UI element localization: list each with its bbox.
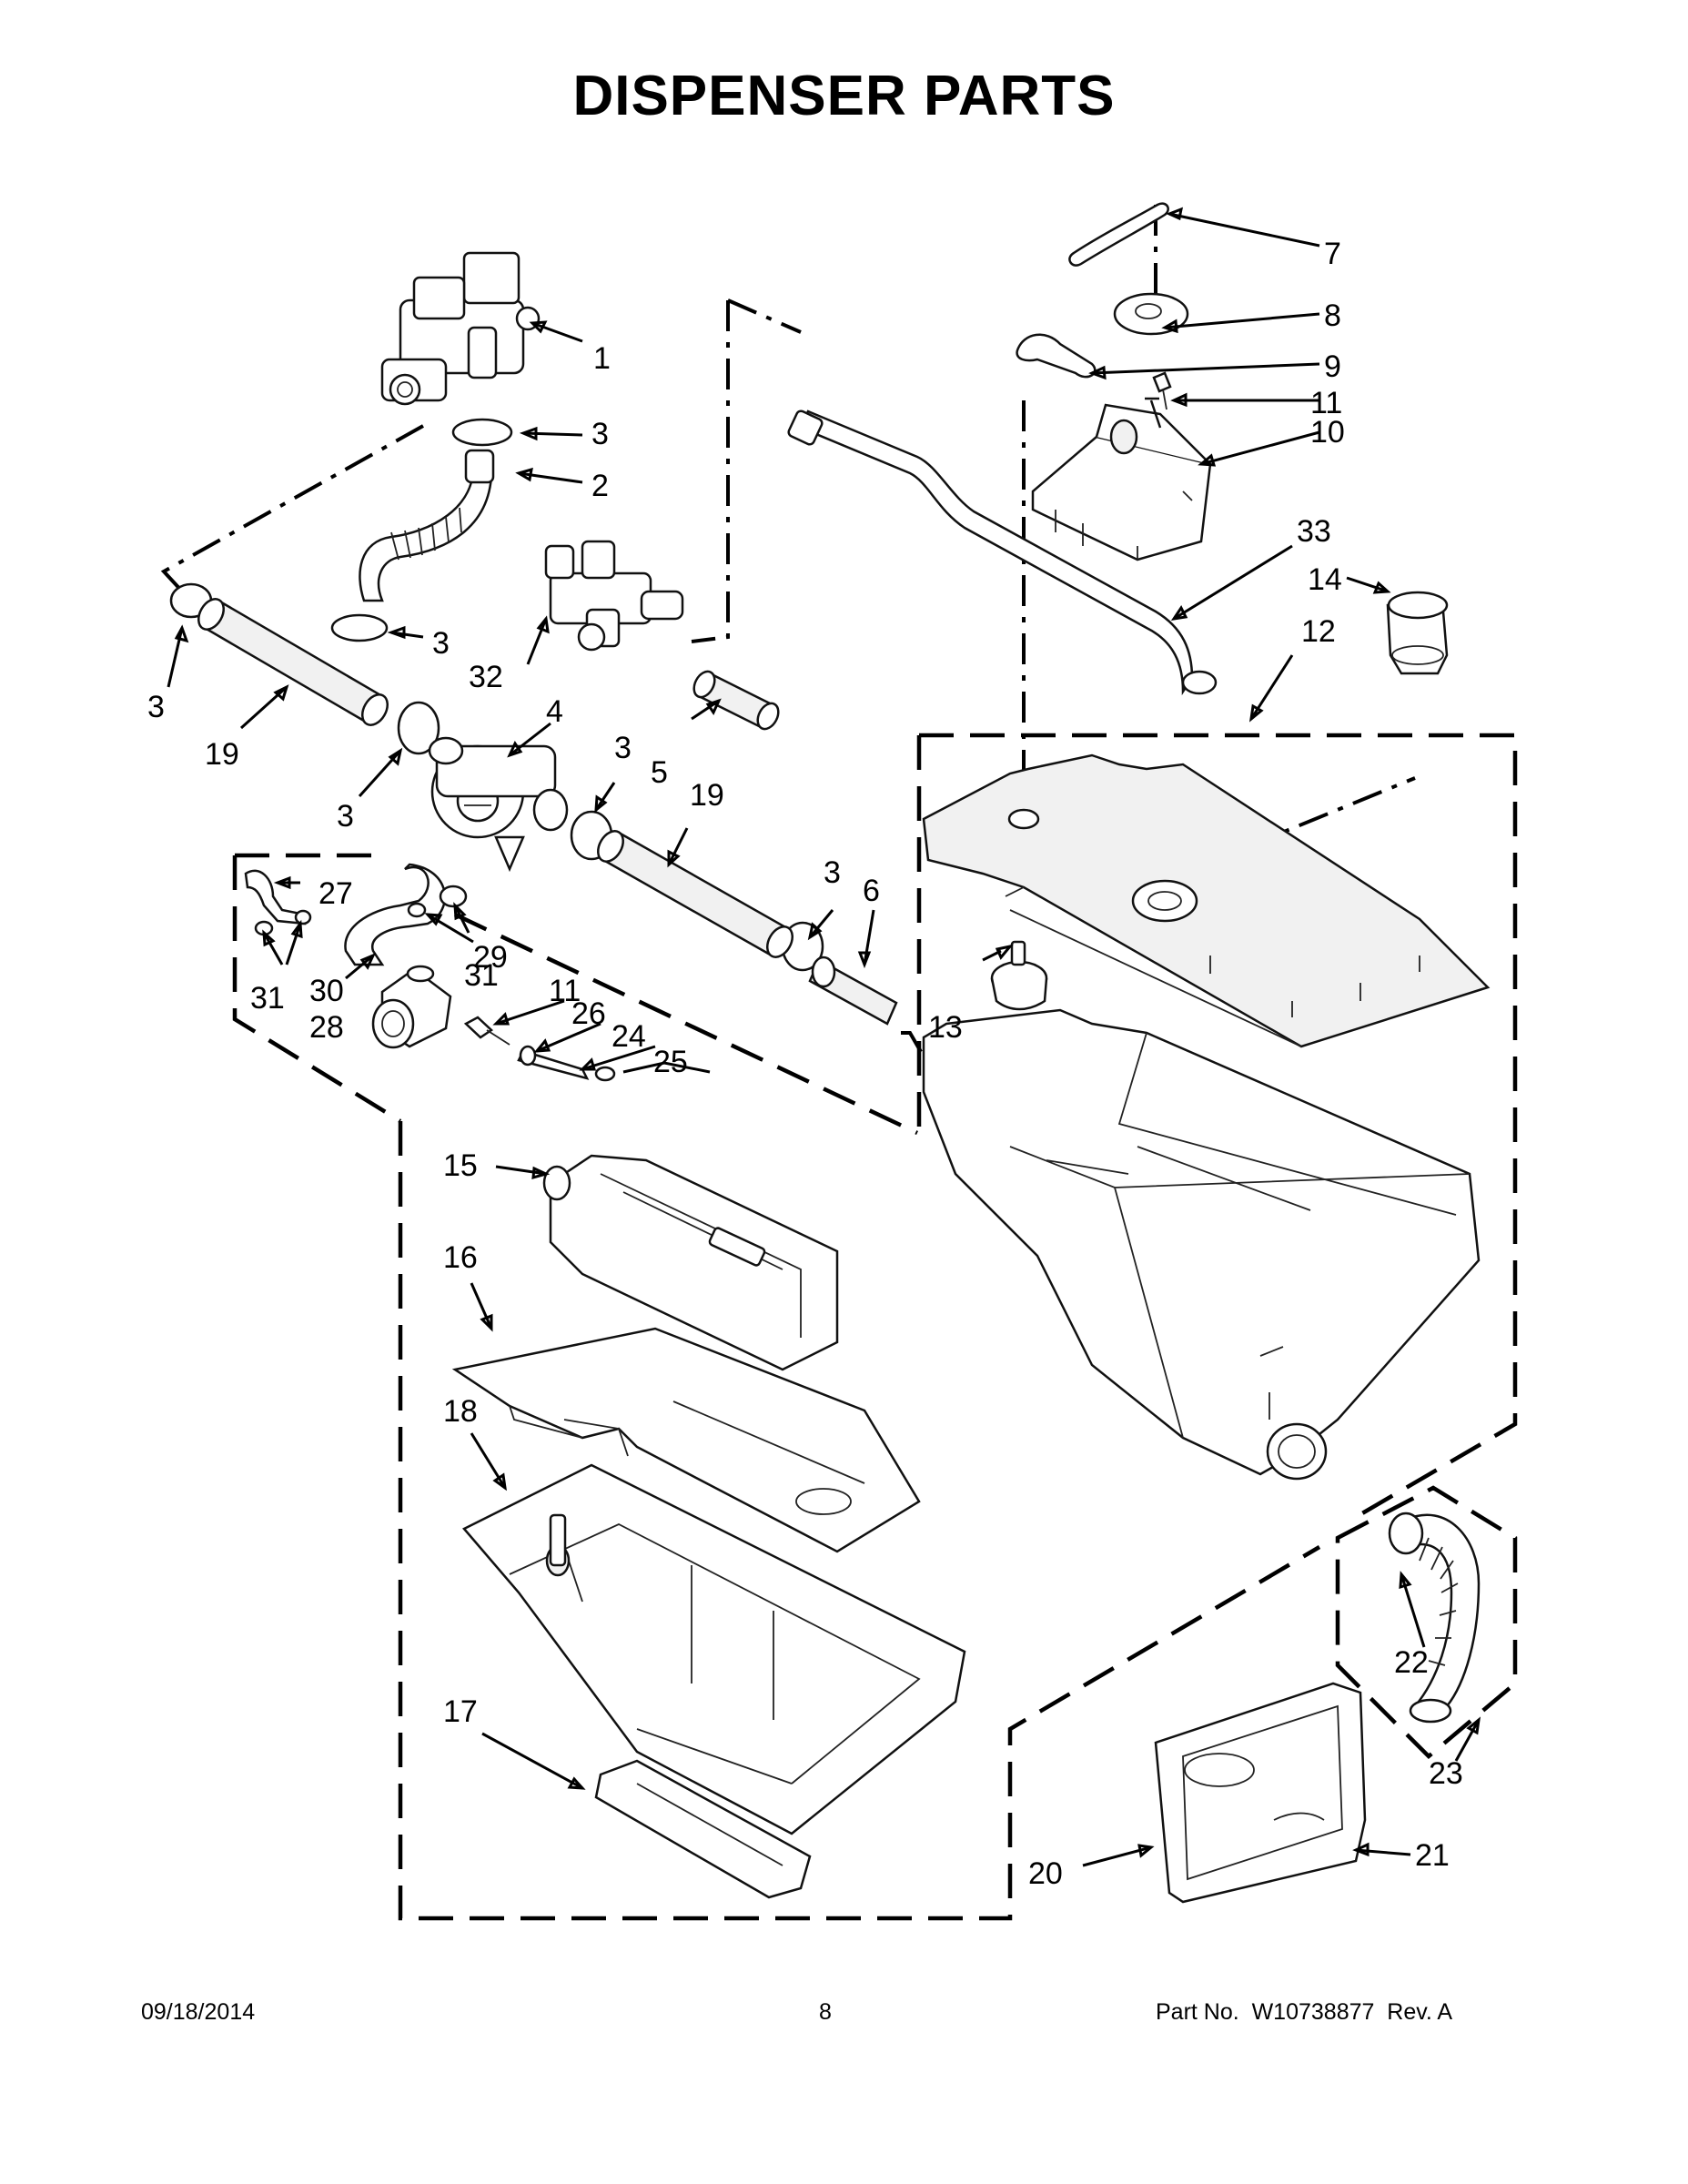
callout-28: 28 [309, 1010, 344, 1045]
detergent-cup-part-15 [542, 1154, 839, 1371]
callout-16: 16 [443, 1240, 478, 1275]
drawer-front-part-20 [1154, 1682, 1367, 1904]
vent-route-line-top [727, 298, 802, 334]
valve-part-32 [544, 540, 684, 652]
callout-9: 9 [1324, 349, 1341, 384]
callout-31a: 31 [250, 981, 285, 1016]
callout-2: 2 [591, 469, 609, 503]
callout-31b: 31 [464, 958, 499, 993]
housing-route-line [1137, 776, 1416, 894]
tube-part-19-right [597, 830, 793, 958]
callout-32: 32 [469, 660, 503, 694]
page-title: DISPENSER PARTS [572, 65, 1116, 127]
callout-15: 15 [443, 1148, 478, 1183]
footer-date: 09/18/2014 [141, 1999, 256, 2025]
inlet-hose-part-2 [359, 449, 495, 602]
bellows-group-boundary [1335, 1485, 1518, 1760]
leader-arrows [167, 207, 1481, 1867]
valve-group-boundary-left [232, 855, 402, 1123]
footer-page-number: 8 [819, 1999, 832, 2025]
dispenser-housing-boundary [919, 733, 1518, 1522]
vent-hose-part-33 [787, 410, 1218, 696]
callout-20: 20 [1028, 1856, 1063, 1891]
dispenser-housing [922, 1008, 1481, 1481]
valve-group-boundary-diagonal [454, 912, 918, 1136]
callout-8: 8 [1324, 298, 1341, 333]
bellows-part-22 [1388, 1512, 1481, 1724]
water-valve-part-1 [380, 251, 541, 406]
hose-clamps-part-3 [169, 418, 824, 972]
callout-17: 17 [443, 1694, 478, 1729]
actuator-part-10 [1031, 397, 1212, 561]
callout-18: 18 [443, 1394, 478, 1429]
callout-4: 4 [546, 694, 563, 729]
callout-11b: 11 [549, 974, 581, 1008]
callout-21: 21 [1415, 1838, 1450, 1873]
callout-3d: 3 [337, 799, 354, 834]
small-components [244, 371, 1172, 1082]
callout-10: 10 [1310, 415, 1345, 450]
footer-part-number: Part No. W10738877 Rev. A [1156, 1999, 1453, 2025]
inlet-route-line [160, 424, 424, 621]
callout-25: 25 [653, 1045, 688, 1079]
siphon-route-line [901, 1031, 1030, 1239]
drawer-group-boundary [398, 1121, 1321, 1921]
callout-3a: 3 [591, 417, 609, 451]
tube-part-19-left [197, 598, 389, 726]
callout-23: 23 [1429, 1756, 1463, 1791]
elbow-tube-part-6 [808, 956, 898, 1026]
dispenser-pump-part-4 [428, 736, 569, 873]
callout-26: 26 [571, 996, 606, 1031]
dispenser-cover-part-12 [922, 753, 1491, 1048]
callout-22: 22 [1394, 1645, 1429, 1680]
assembly-boundaries [160, 205, 1518, 1921]
callout-27: 27 [318, 876, 353, 911]
nozzle-route-line [622, 1061, 711, 1074]
callout-30: 30 [309, 974, 344, 1008]
callout-33: 33 [1297, 514, 1331, 549]
insert-strip-part-17 [594, 1759, 812, 1899]
seal-parts-7-8-9 [1016, 202, 1189, 379]
callout-labels: 1 2 3 3 3 3 3 3 4 5 6 7 8 9 11 10 33 14 … [147, 237, 1463, 1891]
callout-6: 6 [863, 874, 880, 908]
callout-12: 12 [1301, 614, 1336, 649]
callout-3b: 3 [432, 626, 450, 661]
callout-24: 24 [612, 1019, 646, 1054]
tube-part-5 [692, 670, 780, 731]
callout-19b: 19 [205, 737, 239, 772]
cap-part-14 [1386, 591, 1449, 675]
callout-1: 1 [593, 341, 611, 376]
callout-7: 7 [1324, 237, 1341, 271]
vent-route-line [691, 300, 730, 643]
callout-11a: 11 [1310, 386, 1342, 420]
callout-3e: 3 [614, 731, 632, 765]
callout-13: 13 [928, 1010, 963, 1045]
callout-3f: 3 [824, 855, 841, 890]
callout-14: 14 [1308, 562, 1342, 597]
dispenser-drawer-part-18 [462, 1463, 966, 1835]
siphon-cap-part-13 [990, 940, 1048, 1011]
callout-19a: 19 [690, 778, 724, 813]
callout-3c: 3 [147, 690, 165, 724]
callout-29: 29 [473, 940, 508, 975]
drawer-insert-part-16 [451, 1327, 921, 1553]
callout-5: 5 [651, 755, 668, 790]
